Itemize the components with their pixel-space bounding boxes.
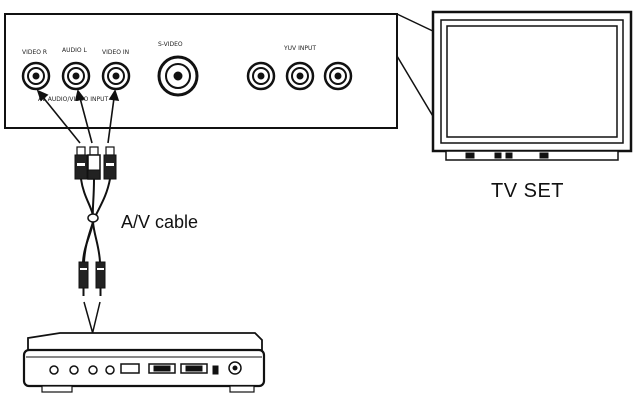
av-cable-wires [80,178,111,263]
jack-label-yuv-input: YUV INPUT [283,45,316,52]
mini-plug-left [78,261,89,296]
mini-plug-right [95,261,106,296]
jack-label-video-r: VIDEO R [22,49,47,56]
component-jack-v [323,61,353,91]
jack-label-video-in: VIDEO IN [102,49,129,56]
rca-jack-video-in [101,61,131,91]
tv-set-label: TV SET [491,180,565,202]
perspective-line-bottom [396,55,435,119]
rca-plug-right [103,146,117,180]
panel-caption: AV AUDIO/VIDEO INPUT [38,96,109,103]
component-jack-u [285,61,315,91]
jack-label-audio-l: AUDIO L [62,47,88,54]
rca-jack-audio-l [61,61,91,91]
rca-plug-left [74,146,88,180]
av-cable-label: A/V cable [121,212,199,232]
jack-label-s-video: S-VIDEO [158,41,183,48]
portable-dvd-player-icon [22,332,266,393]
rca-jack-video-r [21,61,51,91]
s-video-jack [157,55,199,97]
tv-set-icon [431,10,633,161]
rca-plug-center [87,146,101,180]
perspective-line-top [396,13,438,34]
component-jack-y [246,61,276,91]
connection-arrows [36,89,120,144]
